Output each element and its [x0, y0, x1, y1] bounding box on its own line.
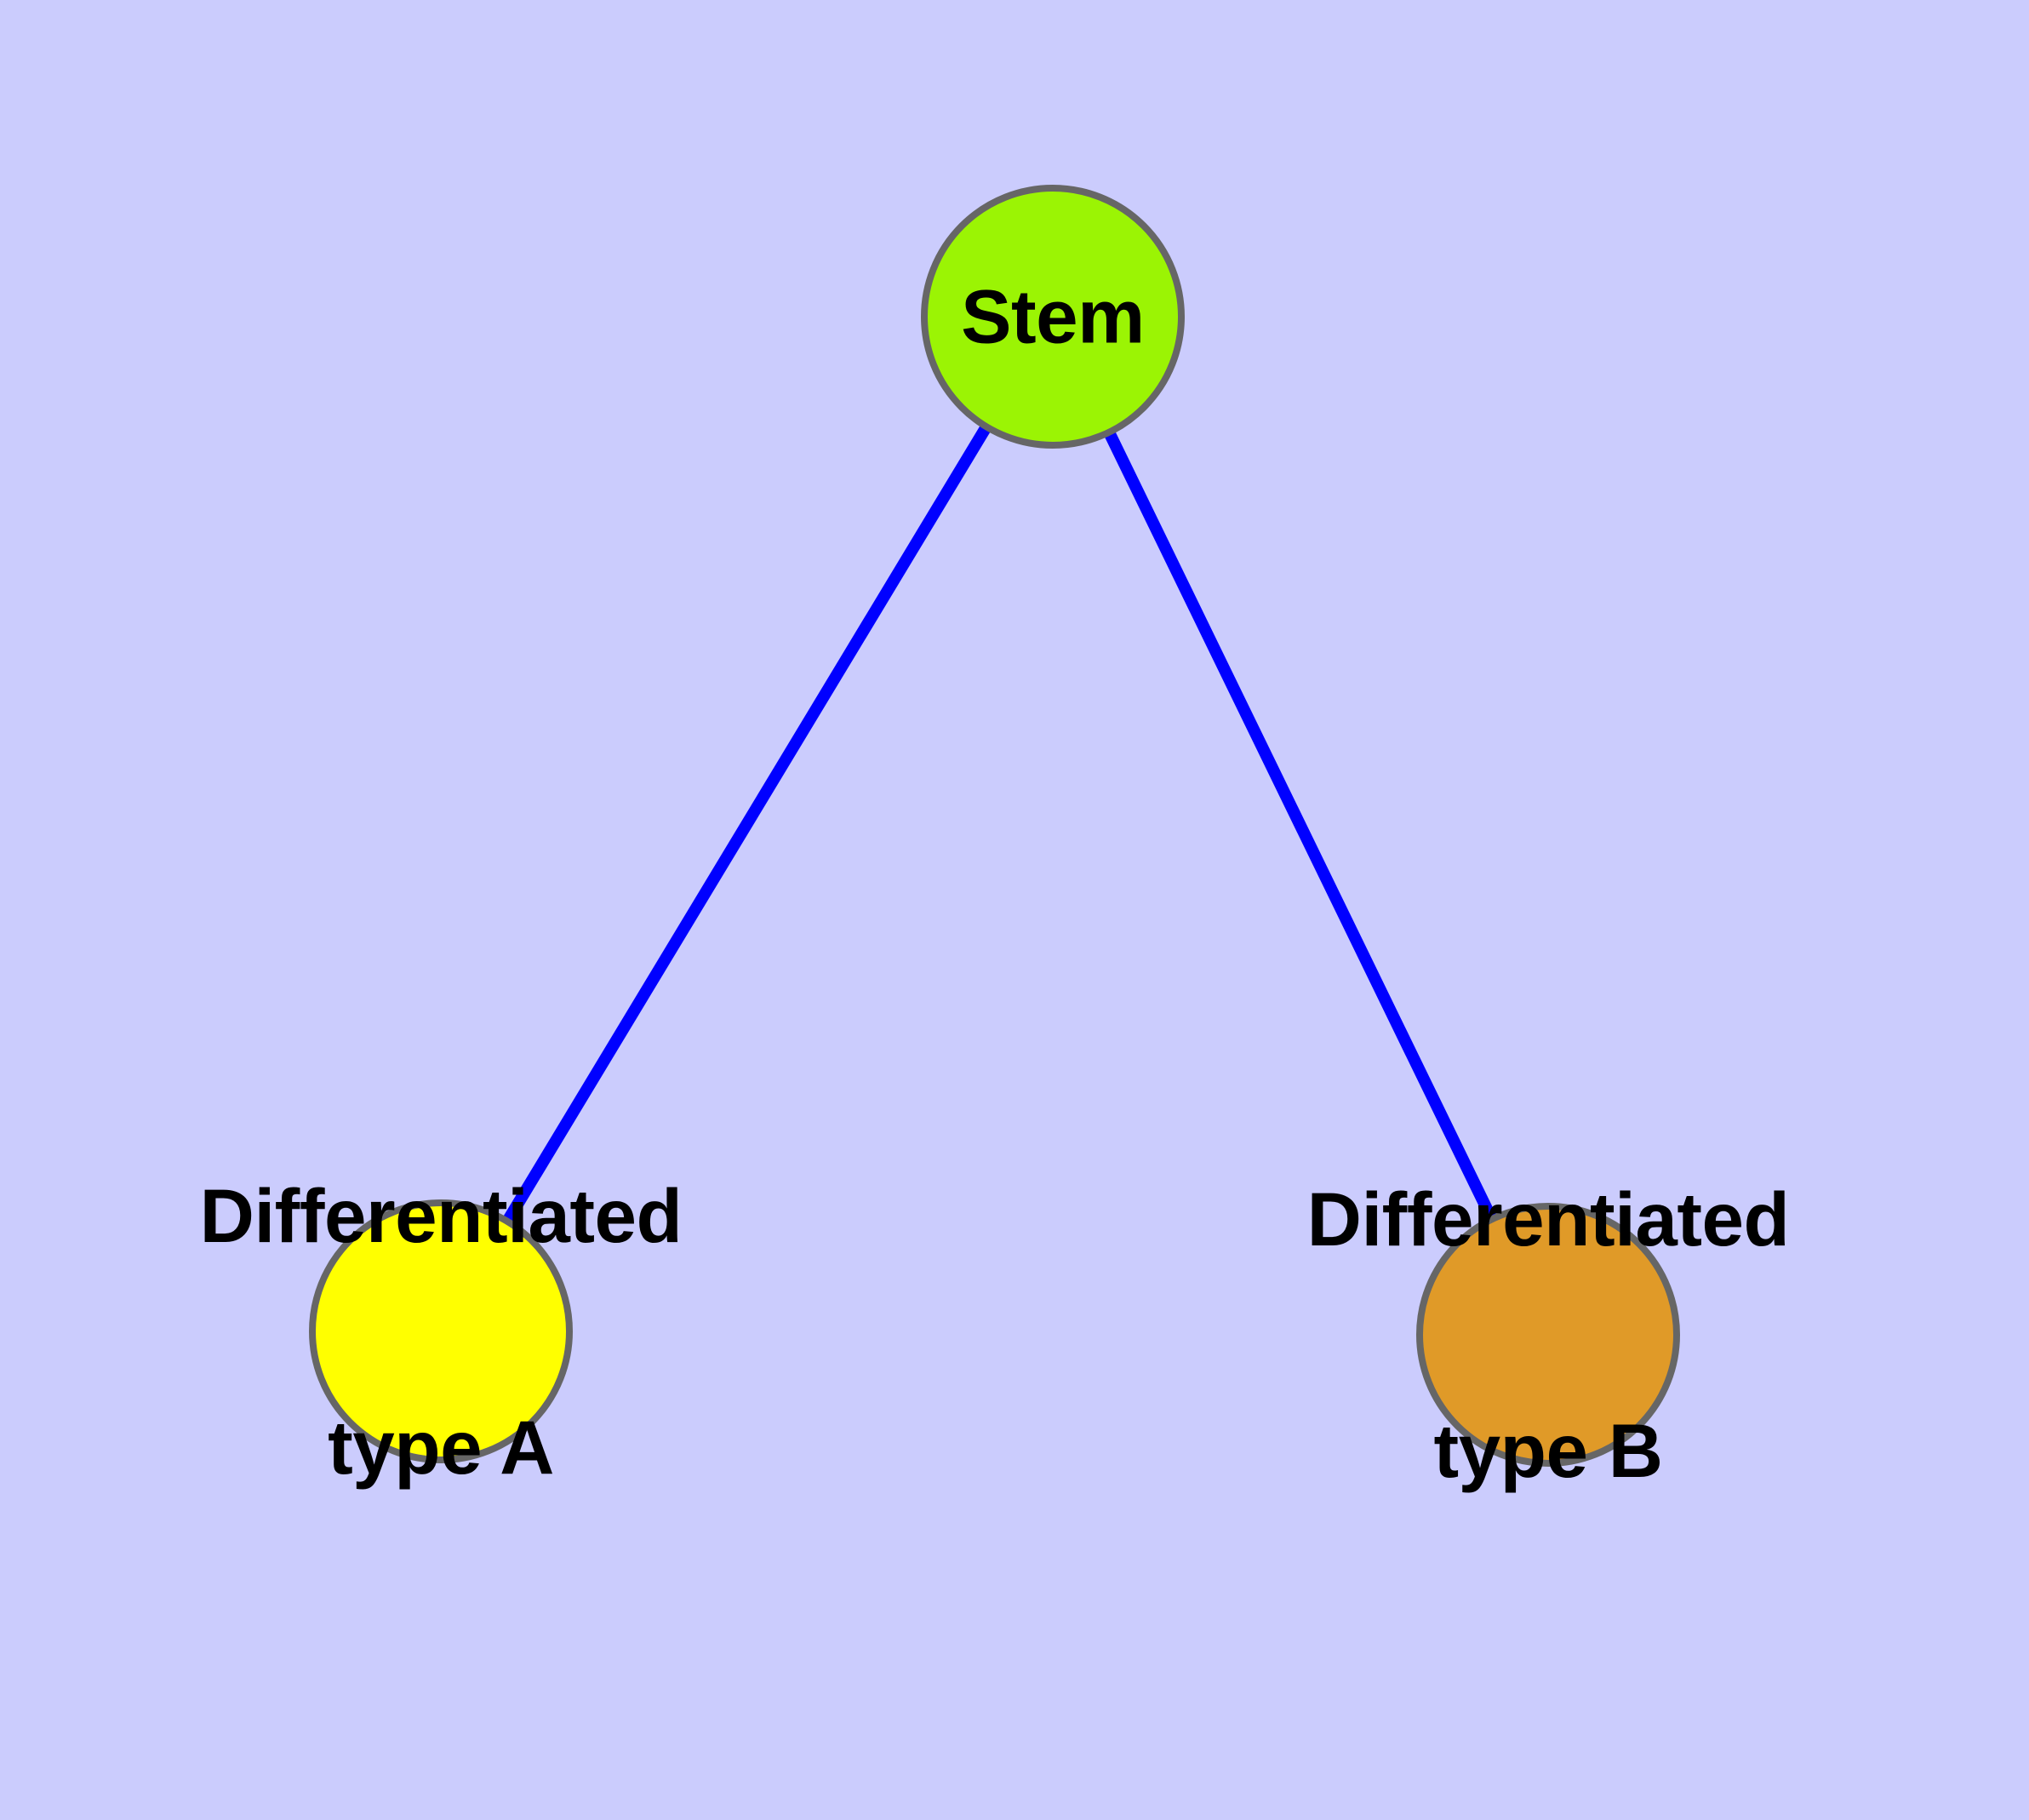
node-label-line-1: Differentiated [199, 1172, 683, 1258]
node-differentiated-type-a[interactable] [309, 1199, 573, 1463]
node-layer [309, 185, 1680, 1467]
edge-stem-to-differentiated-type-a [501, 423, 992, 1225]
edge-stem-to-differentiated-type-b [1103, 429, 1498, 1222]
node-label-differentiated-type-a: Differentiated type A [200, 1022, 683, 1640]
edge-layer [501, 423, 1498, 1225]
node-label-line-2: type B [1433, 1407, 1663, 1493]
node-differentiated-type-b[interactable] [1416, 1203, 1680, 1467]
node-label-differentiated-type-b: Differentiated type B [1307, 1026, 1790, 1644]
node-label-line-1: Differentiated [1306, 1176, 1790, 1262]
node-stem[interactable] [921, 185, 1185, 449]
node-label-line-2: type A [328, 1404, 554, 1490]
node-label-stem: Stem [961, 273, 1145, 359]
